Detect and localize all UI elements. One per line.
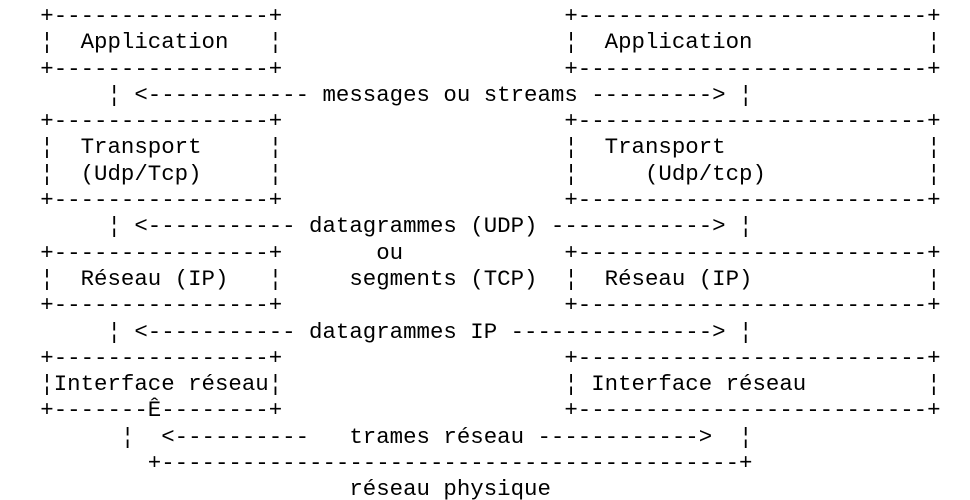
page: +----------------+ +--------------------… bbox=[40, 3, 941, 500]
ascii-network-stack-diagram: +----------------+ +--------------------… bbox=[40, 3, 941, 500]
